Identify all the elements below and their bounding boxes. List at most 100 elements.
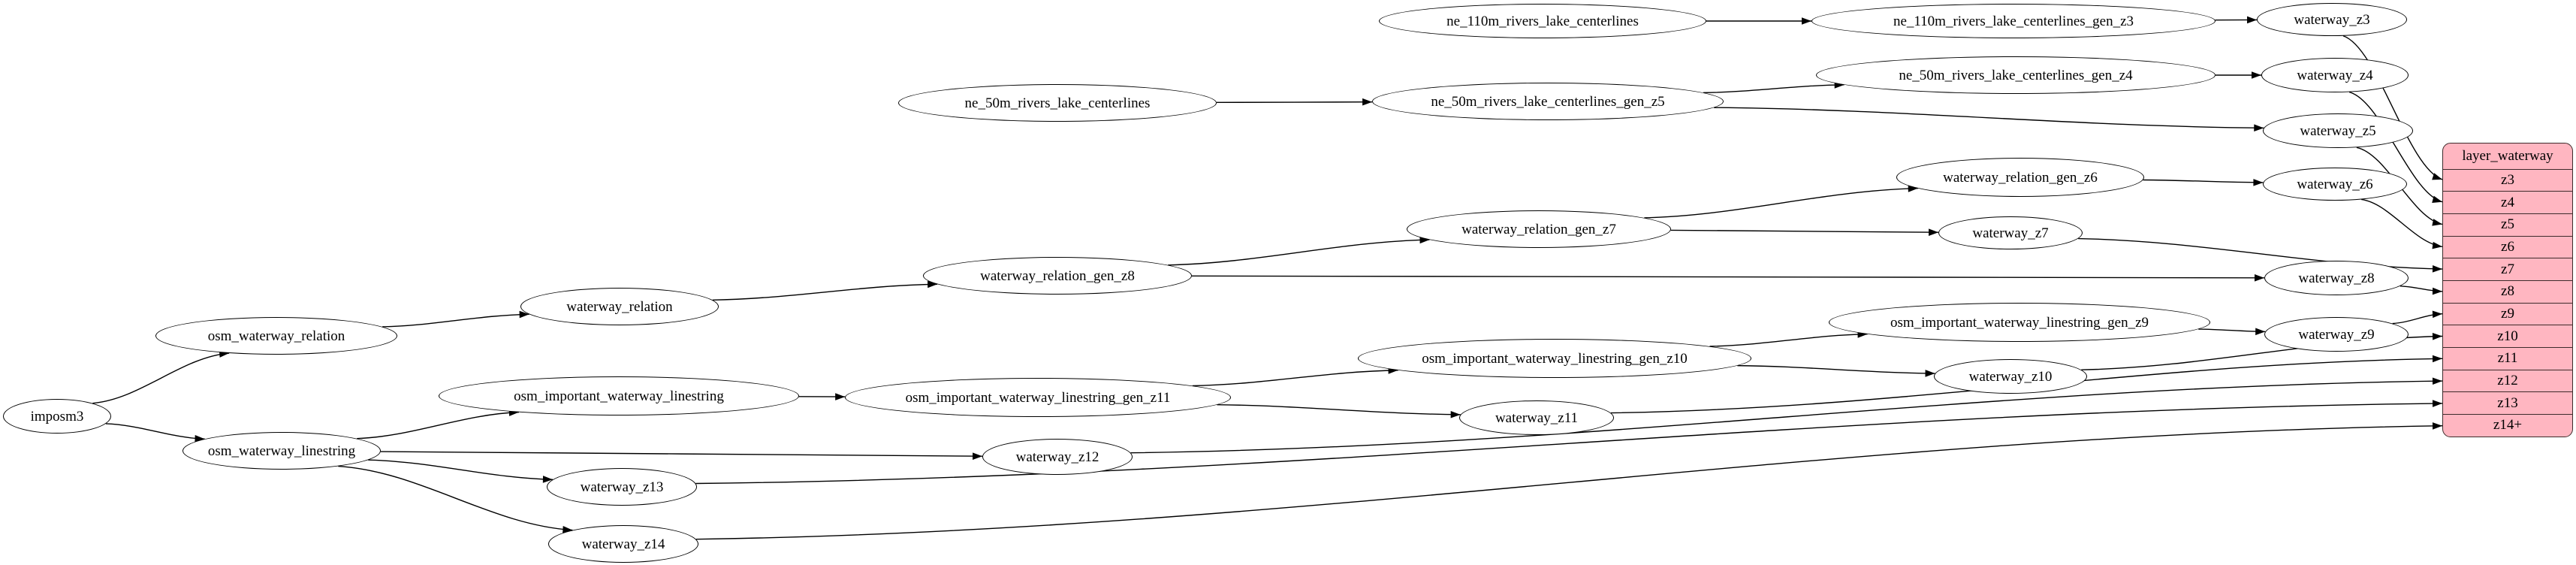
node-osm_waterway_relation: osm_waterway_relation (155, 317, 397, 355)
edge-osm_important_waterway_linestring_gen_z10-osm_important_waterway_linestring_gen_z9 (1709, 331, 1868, 347)
table-row: z4 (2443, 191, 2572, 213)
edge-osm_waterway_linestring-waterway_z12 (380, 451, 983, 461)
node-ne_50m_rivers_lake_centerlines: ne_50m_rivers_lake_centerlines (898, 84, 1217, 122)
arrowhead-icon (2432, 195, 2442, 203)
node-waterway_z4: waterway_z4 (2261, 58, 2409, 92)
edge-waterway_z13-layer_waterway-z13 (695, 400, 2443, 485)
edge-osm_important_waterway_linestring_gen_z9-waterway_z9 (2198, 328, 2266, 336)
edge-waterway_relation_gen_z6-waterway_z6 (2143, 179, 2264, 186)
arrowhead-icon (2432, 422, 2442, 430)
node-ne_110m_rivers_lake_centerlines: ne_110m_rivers_lake_centerlines (1379, 4, 1706, 38)
arrowhead-icon (2247, 16, 2258, 24)
arrowhead-icon (2432, 400, 2442, 407)
edge-waterway_z3-layer_waterway-z3 (2342, 35, 2443, 180)
edge-osm_important_waterway_linestring-osm_important_waterway_linestring_gen_z11 (798, 393, 846, 400)
table-row: z3 (2443, 168, 2572, 192)
node-waterway_relation_gen_z8: waterway_relation_gen_z8 (923, 257, 1192, 295)
arrowhead-icon (928, 280, 938, 289)
node-waterway_relation: waterway_relation (520, 288, 719, 325)
edge-waterway_relation-waterway_relation_gen_z8 (712, 280, 938, 301)
table-row: z6 (2443, 235, 2572, 258)
arrowhead-icon (1929, 228, 1939, 237)
table-row: z9 (2443, 302, 2572, 325)
node-osm_important_waterway_linestring_gen_z9: osm_important_waterway_linestring_gen_z9 (1829, 303, 2210, 342)
table-row: z12 (2443, 369, 2572, 392)
table-title: layer_waterway (2462, 147, 2553, 164)
node-osm_important_waterway_linestring_gen_z11: osm_important_waterway_linestring_gen_z1… (845, 378, 1231, 417)
node-waterway_relation_gen_z7: waterway_relation_gen_z7 (1407, 210, 1671, 248)
node-waterway_z10: waterway_z10 (1934, 359, 2087, 394)
node-osm_waterway_linestring: osm_waterway_linestring (182, 432, 381, 470)
arrowhead-icon (973, 452, 983, 461)
edge-waterway_z4-layer_waterway-z4 (2348, 91, 2443, 203)
node-waterway_z13: waterway_z13 (547, 468, 697, 506)
arrowhead-icon (2253, 179, 2264, 186)
arrowhead-icon (2432, 377, 2442, 385)
node-waterway_z14: waterway_z14 (548, 525, 698, 563)
edge-osm_waterway_relation-waterway_relation (382, 310, 529, 328)
edge-ne_50m_rivers_lake_centerlines_gen_z4-waterway_z4 (2216, 71, 2261, 79)
node-osm_important_waterway_linestring_gen_z10: osm_important_waterway_linestring_gen_z1… (1358, 339, 1751, 378)
arrowhead-icon (2432, 241, 2442, 249)
table-row: z8 (2443, 280, 2572, 303)
node-osm_important_waterway_linestring: osm_important_waterway_linestring (439, 376, 799, 415)
arrowhead-icon (1802, 17, 1811, 25)
node-waterway_z7: waterway_z7 (1938, 216, 2083, 249)
arrowhead-icon (2255, 274, 2265, 282)
edge-ne_50m_rivers_lake_centerlines_gen_z5-ne_50m_rivers_lake_centerlines_gen_z4 (1703, 81, 1845, 94)
arrowhead-icon (2432, 310, 2442, 319)
edge-waterway_z12-layer_waterway-z12 (1130, 377, 2443, 454)
edge-waterway_relation_gen_z8-waterway_relation_gen_z7 (1168, 236, 1430, 266)
arrowhead-icon (1925, 370, 1935, 377)
edge-waterway_relation_gen_z8-waterway_z8 (1191, 274, 2265, 282)
arrowhead-icon (1450, 410, 1461, 418)
arrowhead-icon (2432, 287, 2442, 295)
arrowhead-icon (2432, 173, 2442, 180)
node-waterway_z5: waterway_z5 (2263, 113, 2413, 148)
edge-ne_50m_rivers_lake_centerlines_gen_z5-waterway_z5 (1714, 107, 2264, 132)
node-waterway_z9: waterway_z9 (2264, 317, 2409, 352)
node-waterway_z8: waterway_z8 (2264, 261, 2409, 295)
edge-osm_important_waterway_linestring_gen_z10-waterway_z10 (1737, 364, 1935, 377)
table-row: z7 (2443, 258, 2572, 280)
arrowhead-icon (835, 393, 846, 400)
edge-imposm3-osm_waterway_relation (92, 350, 230, 404)
edge-imposm3-osm_waterway_linestring (105, 423, 205, 443)
arrowhead-icon (2432, 355, 2442, 363)
edge-ne_110m_rivers_lake_centerlines_gen_z3-waterway_z3 (2215, 16, 2258, 24)
edge-waterway_z9-layer_waterway-z9 (2392, 310, 2443, 325)
arrowhead-icon (519, 310, 529, 319)
edge-ne_50m_rivers_lake_centerlines-ne_50m_rivers_lake_centerlines_gen_z5 (1216, 98, 1373, 106)
arrowhead-icon (2255, 328, 2266, 336)
arrowhead-icon (2432, 219, 2442, 226)
table-row: z13 (2443, 391, 2572, 414)
arrowhead-icon (2252, 71, 2261, 79)
node-ne_110m_rivers_lake_centerlines_gen_z3: ne_110m_rivers_lake_centerlines_gen_z3 (1811, 4, 2216, 38)
arrowhead-icon (2254, 124, 2264, 132)
edge-osm_waterway_linestring-waterway_z14 (338, 465, 573, 533)
node-ne_50m_rivers_lake_centerlines_gen_z5: ne_50m_rivers_lake_centerlines_gen_z5 (1372, 83, 1724, 120)
edge-waterway_relation_gen_z7-waterway_z7 (1670, 228, 1939, 237)
edge-osm_important_waterway_linestring_gen_z11-osm_important_waterway_linestring_gen_z10 (1192, 367, 1398, 387)
table-row: z10 (2443, 325, 2572, 347)
arrowhead-icon (1362, 98, 1373, 106)
edge-osm_important_waterway_linestring_gen_z11-waterway_z11 (1217, 403, 1461, 418)
edge-waterway_relation_gen_z7-waterway_relation_gen_z6 (1644, 185, 1918, 219)
table-row: z11 (2443, 346, 2572, 370)
edge-osm_waterway_linestring-osm_important_waterway_linestring (357, 409, 519, 440)
node-waterway_relation_gen_z6: waterway_relation_gen_z6 (1896, 158, 2144, 197)
edge-waterway_z6-layer_waterway-z6 (2361, 198, 2443, 249)
node-imposm3: imposm3 (3, 399, 111, 434)
edge-waterway_z8-layer_waterway-z8 (2400, 286, 2443, 295)
arrowhead-icon (2432, 332, 2442, 340)
edge-osm_waterway_linestring-waterway_z13 (368, 459, 553, 483)
node-waterway_z11: waterway_z11 (1459, 400, 1614, 435)
node-waterway_z12: waterway_z12 (982, 439, 1133, 475)
arrowhead-icon (1908, 185, 1918, 192)
arrowhead-icon (542, 476, 553, 483)
node-waterway_z6: waterway_z6 (2263, 168, 2407, 201)
arrowhead-icon (2432, 265, 2442, 273)
